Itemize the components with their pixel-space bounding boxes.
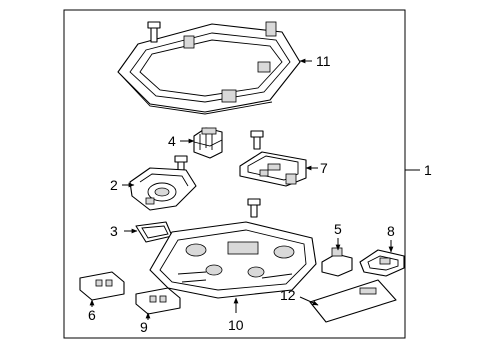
callout-6: 6 bbox=[88, 307, 96, 323]
screw-icon bbox=[247, 198, 261, 218]
part-3-lamp bbox=[135, 221, 173, 243]
callout-10: 10 bbox=[228, 317, 244, 333]
callout-12: 12 bbox=[280, 287, 296, 303]
callout-4: 4 bbox=[168, 133, 176, 149]
callout-9: 9 bbox=[140, 319, 148, 335]
callout-3: 3 bbox=[110, 223, 118, 239]
part-4-bracket bbox=[193, 127, 223, 159]
assembly-frame bbox=[63, 9, 406, 339]
part-8-sensor-bracket bbox=[359, 249, 405, 277]
part-5-switch bbox=[321, 247, 353, 277]
part-11-bezel bbox=[117, 21, 301, 115]
part-7-module-plate bbox=[239, 151, 307, 187]
callout-7: 7 bbox=[320, 160, 328, 176]
callout-12-leader bbox=[299, 296, 319, 306]
part-6-switch bbox=[79, 271, 125, 301]
callout-11: 11 bbox=[316, 53, 331, 69]
callout-5: 5 bbox=[334, 221, 342, 237]
screw-icon bbox=[147, 21, 161, 43]
part-12-cover-plate bbox=[309, 279, 397, 323]
screw-icon bbox=[250, 130, 264, 150]
part-10-overhead-console bbox=[149, 221, 317, 299]
part-9-switch bbox=[135, 287, 181, 315]
callout-1: 1 bbox=[424, 162, 432, 178]
callout-2: 2 bbox=[110, 177, 118, 193]
callout-8: 8 bbox=[387, 223, 395, 239]
part-2-speaker-housing bbox=[129, 167, 197, 211]
